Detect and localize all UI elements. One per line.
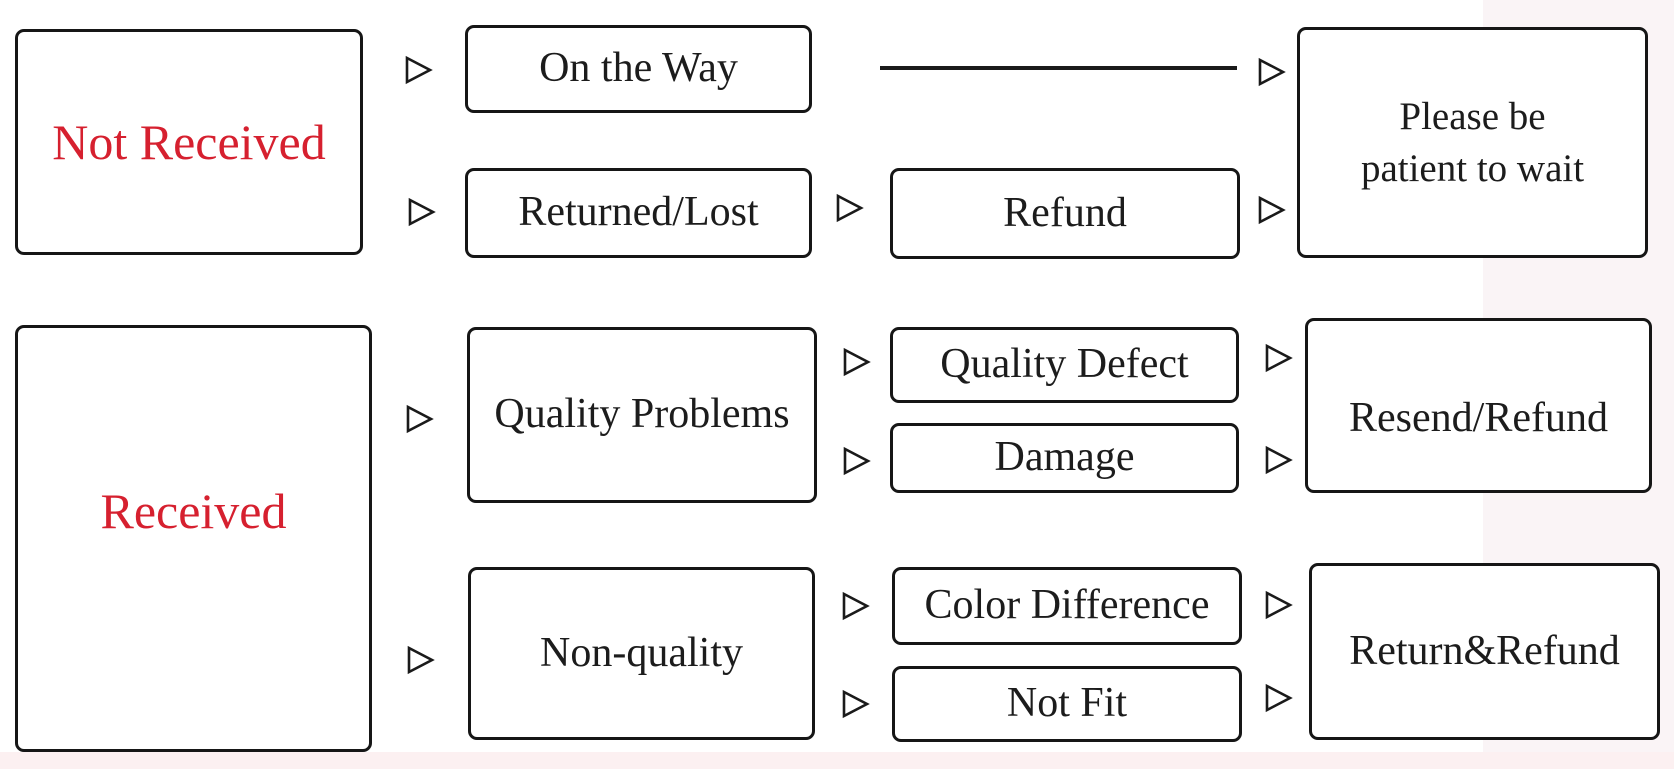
flow-arrow-icon <box>407 645 435 675</box>
flow-arrow-icon <box>843 347 871 377</box>
connector-line <box>880 66 1237 70</box>
node-please-wait-label: Please be patient to wait <box>1360 95 1585 190</box>
background-tint-bottom <box>0 752 1674 769</box>
node-return-refund-label: Return&Refund <box>1349 627 1620 674</box>
node-return-refund: Return&Refund <box>1309 563 1660 740</box>
flow-arrow-icon <box>1258 57 1286 87</box>
node-quality-defect-label: Quality Defect <box>940 341 1189 388</box>
node-please-wait: Please be patient to wait <box>1297 27 1648 258</box>
flow-arrow-icon <box>406 404 434 434</box>
node-resend-refund-label: Resend/Refund <box>1349 394 1608 441</box>
node-received-label: Received <box>100 482 287 539</box>
node-not-fit: Not Fit <box>892 666 1242 742</box>
node-returned-lost: Returned/Lost <box>465 168 812 258</box>
flow-arrow-icon <box>1265 445 1293 475</box>
node-damage: Damage <box>890 423 1239 493</box>
node-on-the-way-label: On the Way <box>539 45 738 92</box>
flow-arrow-icon <box>836 193 864 223</box>
node-quality-problems: Quality Problems <box>467 327 817 503</box>
flow-arrow-icon <box>1265 683 1293 713</box>
node-refund-label: Refund <box>1003 189 1127 236</box>
flow-arrow-icon <box>843 446 871 476</box>
node-returned-lost-label: Returned/Lost <box>518 189 759 236</box>
node-resend-refund: Resend/Refund <box>1305 318 1652 493</box>
node-on-the-way: On the Way <box>465 25 812 113</box>
node-not-received-label: Not Received <box>52 114 326 170</box>
node-non-quality-label: Non-quality <box>540 629 743 676</box>
node-non-quality: Non-quality <box>468 567 815 740</box>
node-refund: Refund <box>890 168 1240 259</box>
node-color-difference-label: Color Difference <box>924 582 1210 629</box>
node-received: Received <box>15 325 372 752</box>
node-not-received: Not Received <box>15 29 363 255</box>
node-quality-defect: Quality Defect <box>890 327 1239 403</box>
node-color-difference: Color Difference <box>892 567 1242 645</box>
flow-arrow-icon <box>405 55 433 85</box>
node-damage-label: Damage <box>994 434 1135 481</box>
flow-arrow-icon <box>842 591 870 621</box>
node-quality-problems-label: Quality Problems <box>494 391 790 438</box>
flow-arrow-icon <box>408 197 436 227</box>
flow-arrow-icon <box>1265 590 1293 620</box>
flow-arrow-icon <box>1265 343 1293 373</box>
flow-arrow-icon <box>842 689 870 719</box>
flow-arrow-icon <box>1258 195 1286 225</box>
node-not-fit-label: Not Fit <box>1006 680 1128 727</box>
